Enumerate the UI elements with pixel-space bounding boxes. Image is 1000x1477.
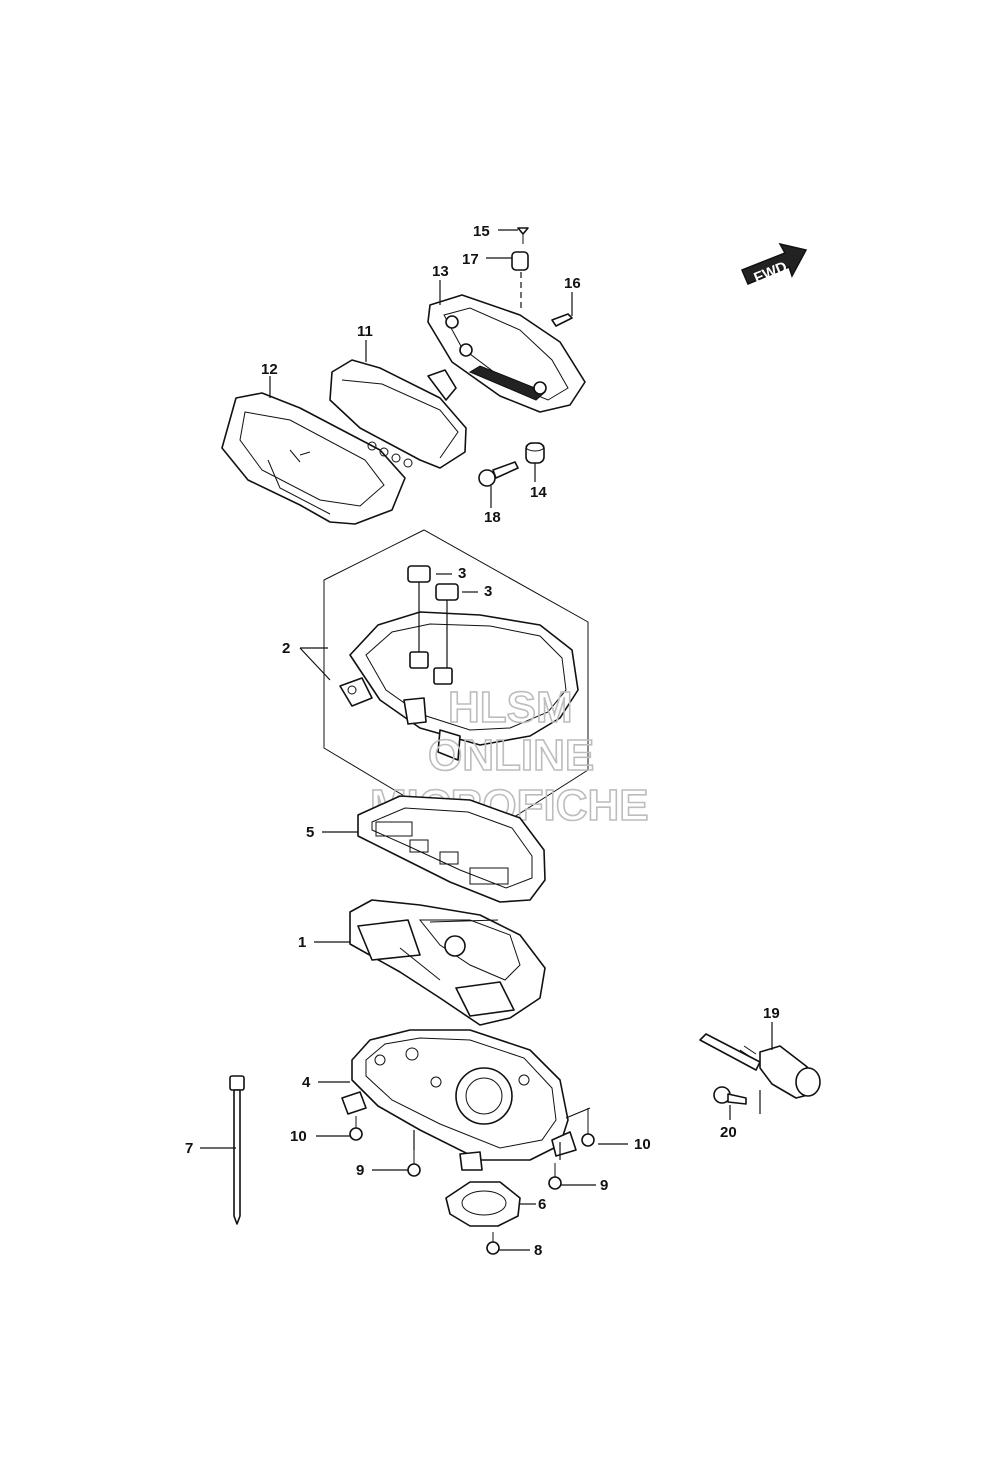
callout-3b: 3 (484, 583, 492, 600)
callout-2: 2 (282, 640, 290, 657)
callout-1: 1 (298, 934, 306, 951)
part-6-ring-plate (445, 1181, 521, 1227)
part-18-bolt (478, 461, 519, 487)
part-13-meter-bracket (427, 294, 586, 413)
callout-13: 13 (432, 263, 449, 280)
part-10-screw-left (349, 1116, 363, 1141)
part-17-clamp (511, 251, 529, 312)
part-4-lower-case (341, 1029, 577, 1171)
callout-7: 7 (185, 1140, 193, 1157)
callout-12: 12 (261, 361, 278, 378)
part-19-speed-sensor (699, 1033, 821, 1099)
part-7-cable-tie (229, 1075, 245, 1225)
part-2-assembly-outline (323, 529, 589, 841)
callout-5: 5 (306, 824, 314, 841)
callout-16: 16 (564, 275, 581, 292)
callout-11: 11 (357, 323, 373, 340)
part-11-meter-lens (329, 359, 467, 469)
part-9-screw-left (407, 1150, 421, 1177)
callout-9a: 9 (356, 1162, 364, 1179)
callout-10b: 10 (634, 1136, 651, 1153)
part-14-grommet (525, 442, 545, 464)
callout-labels: 15 17 13 16 11 12 14 18 3 3 2 5 1 4 7 10… (185, 223, 780, 1259)
leader-lines (200, 229, 773, 1251)
fwd-arrow-icon: FWD (741, 242, 808, 287)
part-8-screw (486, 1232, 500, 1255)
callout-10a: 10 (290, 1128, 307, 1145)
part-3-rubber-grommets (407, 565, 459, 668)
callout-3a: 3 (458, 565, 466, 582)
fwd-label: FWD (751, 258, 789, 287)
callout-19: 19 (763, 1005, 780, 1022)
callout-8: 8 (534, 1242, 542, 1259)
part-20-bolt (713, 1086, 747, 1105)
part-2-meter-case (339, 611, 579, 761)
callout-20: 20 (720, 1124, 737, 1141)
callout-6: 6 (538, 1196, 546, 1213)
part-10-screw-right (581, 1108, 595, 1147)
callout-18: 18 (484, 509, 501, 526)
part-16-screw (551, 313, 573, 327)
callout-9b: 9 (600, 1177, 608, 1194)
watermark-line1: HLSM (448, 683, 573, 732)
part-15-screw (517, 227, 529, 244)
callout-4: 4 (302, 1074, 311, 1091)
part-9-screw-right (548, 1163, 562, 1190)
part-5-gasket (357, 795, 546, 903)
part-1-meter-unit (349, 899, 546, 1026)
watermark-line2: ONLINE (428, 731, 594, 780)
callout-17: 17 (462, 251, 479, 268)
callout-14: 14 (530, 484, 547, 501)
part-12-meter-bezel (221, 392, 406, 525)
callout-15: 15 (473, 223, 490, 240)
